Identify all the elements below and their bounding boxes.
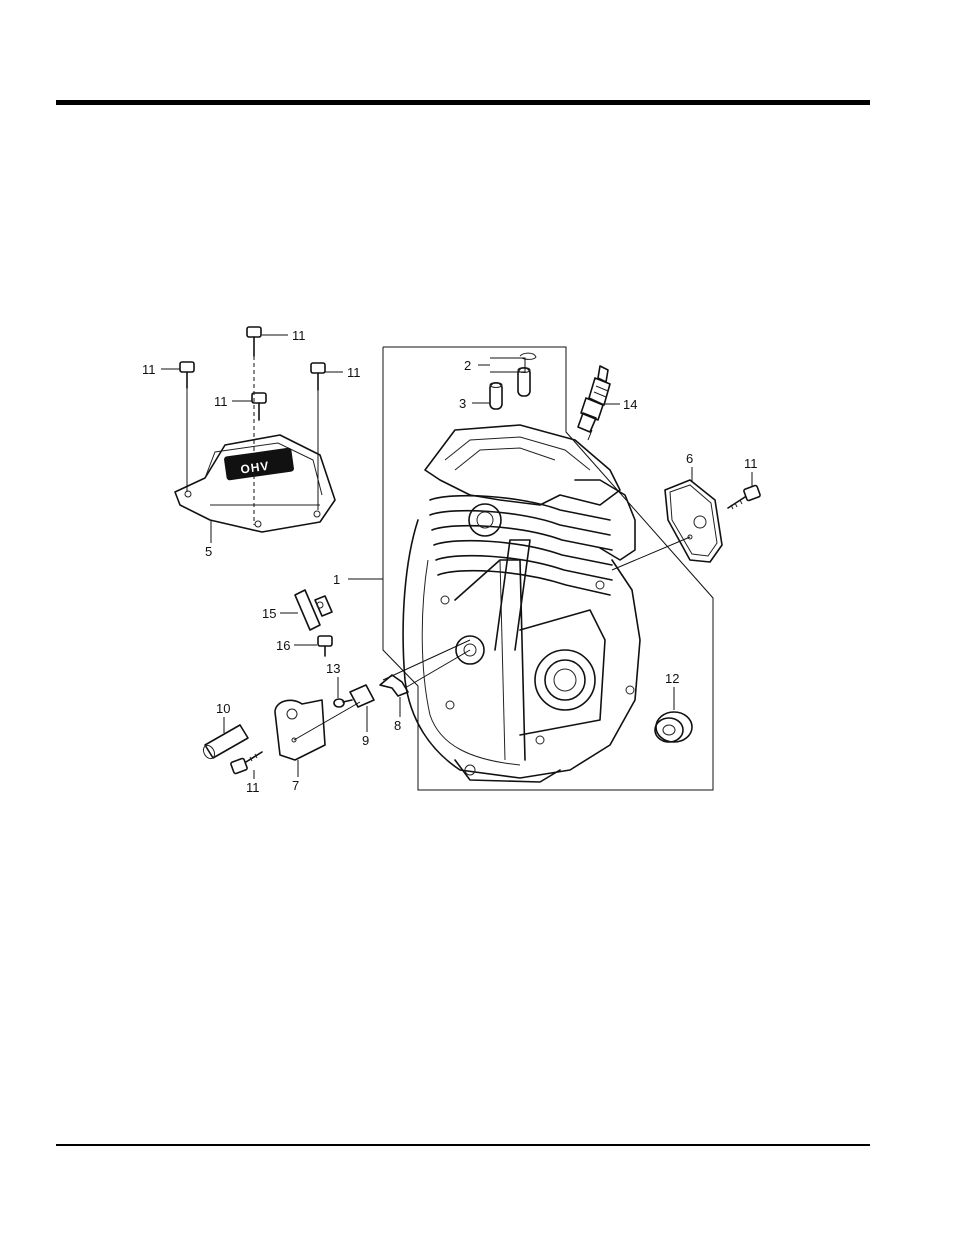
callout-11-center: 11 [214,394,228,409]
callout-14: 14 [623,397,637,412]
callout-5: 5 [205,544,212,559]
callout-2: 2 [464,358,471,373]
callout-11-top: 11 [292,328,306,343]
oil-seal [655,712,692,742]
head-cover: OHV [175,435,335,532]
callout-9: 9 [362,733,369,748]
plate-9 [350,685,374,707]
callout-16: 16 [276,638,290,653]
bolt-16 [318,636,332,656]
callout-8: 8 [394,718,401,733]
callout-11-right: 11 [347,365,361,380]
callout-10: 10 [216,701,230,716]
callout-15: 15 [262,606,276,621]
cover-plate-7 [275,700,360,760]
gasket [612,480,722,570]
callout-11-left: 11 [142,362,156,377]
callout-11-lower: 11 [246,780,260,795]
spark-plug [578,366,610,440]
head-cover-bolts [180,327,325,525]
gasket-bolt [728,485,761,509]
screw-13 [334,699,352,707]
dowel-pin [490,353,536,396]
callout-7: 7 [292,778,299,793]
dowel-pin-3 [490,383,502,410]
cover-plate-bolt [230,752,262,774]
callout-1: 1 [333,572,340,587]
callout-12: 12 [665,671,679,686]
callout-3: 3 [459,396,466,411]
pin-10 [201,725,248,761]
callout-6: 6 [686,451,693,466]
callout-13: 13 [326,661,340,676]
callout-11-gasket: 11 [744,456,758,471]
assembly-frame [383,347,713,790]
cylinder-block [403,425,640,782]
callouts: 1 2 3 5 6 7 8 9 10 11 11 11 11 [142,328,758,795]
breather-tube [295,590,332,630]
